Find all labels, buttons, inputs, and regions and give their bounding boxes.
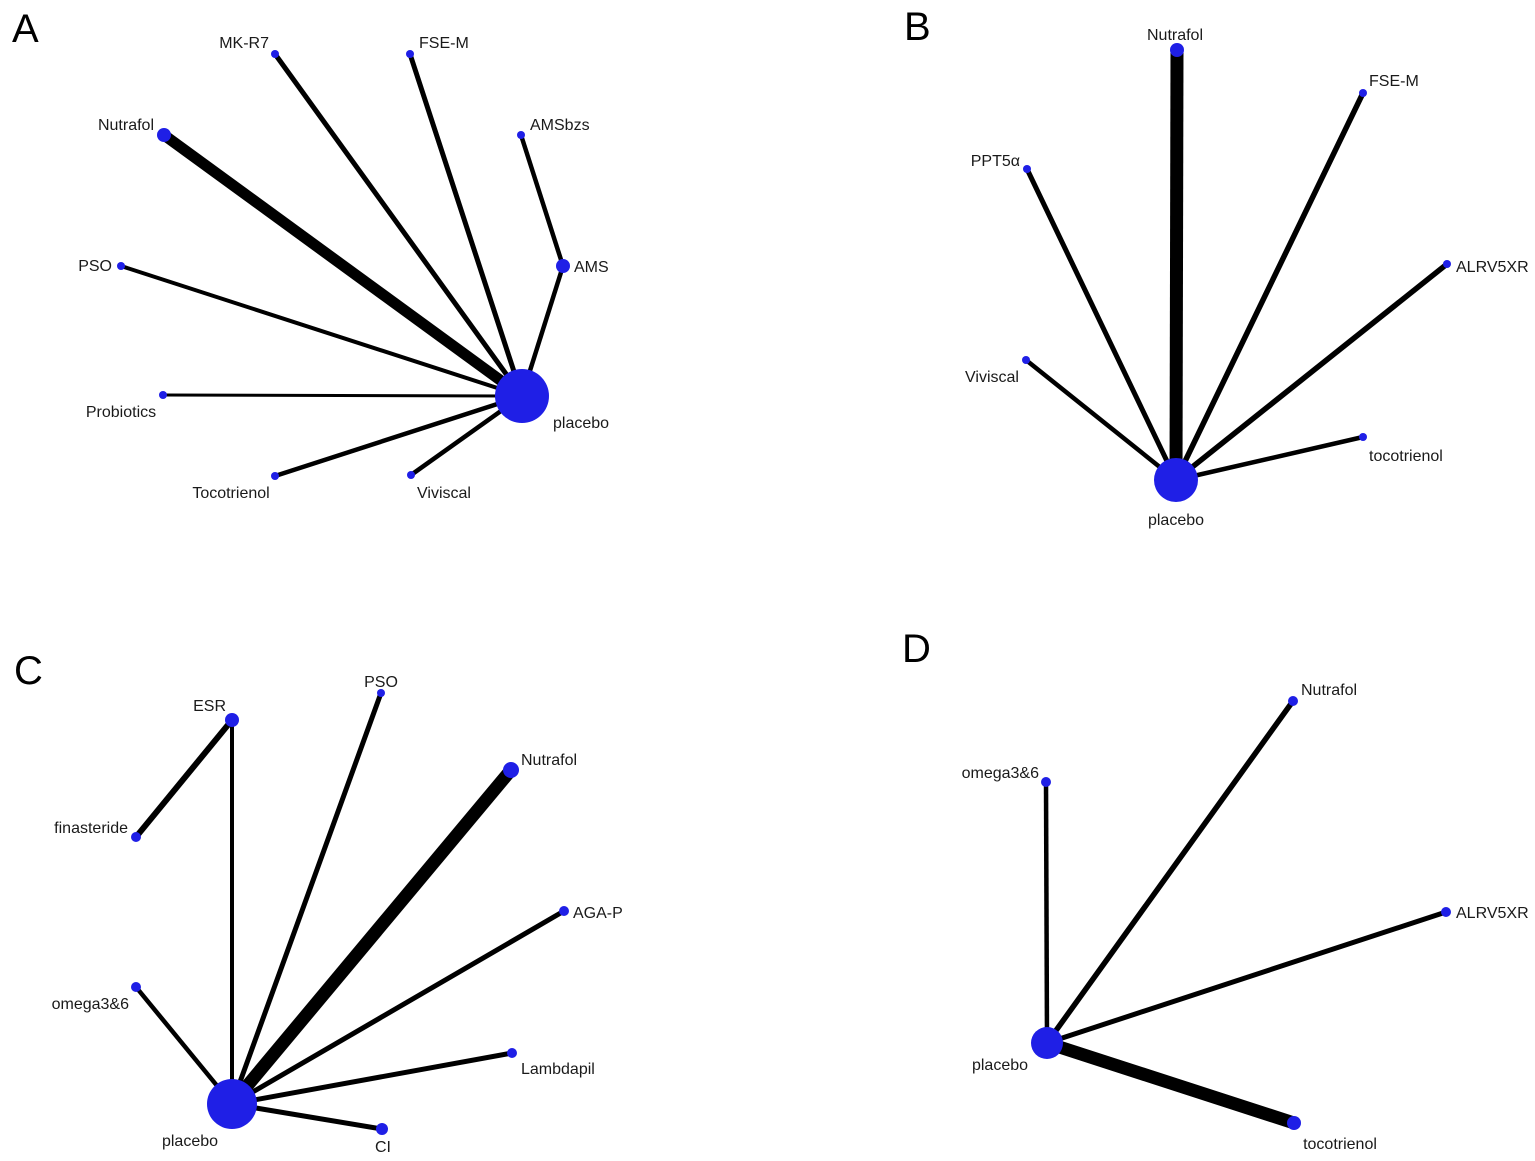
edge-A-MK-R7-placebo <box>272 52 525 398</box>
edge-B-Nutrafol-placebo <box>1169 49 1184 481</box>
node-label-D-tocotrienol: tocotrienol <box>1303 1136 1377 1153</box>
node-label-B-Viviscal: Viviscal <box>965 369 1019 386</box>
node-label-D-omega3&6: omega3&6 <box>962 765 1039 782</box>
node-label-A-Probiotics: Probiotics <box>86 404 156 421</box>
node-label-A-Nutrafol: Nutrafol <box>98 117 154 134</box>
node-label-C-Nutrafol: Nutrafol <box>521 752 577 769</box>
node-label-D-Nutrafol: Nutrafol <box>1301 682 1357 699</box>
node-C-finasteride <box>131 832 141 842</box>
edge-D-tocotrienol-placebo <box>1044 1036 1297 1130</box>
edge-C-AGA-P-placebo <box>230 908 566 1107</box>
node-D-omega3&6 <box>1041 777 1051 787</box>
node-B-ALRV5XR <box>1443 260 1451 268</box>
panel-letter-D: D <box>902 627 931 671</box>
edge-B-PPT5α-placebo <box>1024 167 1179 482</box>
edge-C-PSO-placebo <box>229 692 384 1105</box>
node-A-Probiotics <box>159 391 167 399</box>
node-D-Nutrafol <box>1288 696 1298 706</box>
edge-B-FSE-M-placebo <box>1173 91 1366 482</box>
node-A-Nutrafol <box>157 128 171 142</box>
node-A-FSE-M <box>406 50 414 58</box>
edge-A-Probiotics-placebo <box>162 393 523 398</box>
edge-A-AMSbzs-AMS <box>518 134 566 267</box>
node-D-tocotrienol <box>1287 1116 1301 1130</box>
edge-C-Nutrafol-placebo <box>227 765 516 1109</box>
node-label-A-PSO: PSO <box>78 258 112 275</box>
node-A-Tocotrienol <box>271 472 279 480</box>
node-label-A-AMS: AMS <box>574 259 609 276</box>
edge-C-finasteride-ESR <box>133 718 235 839</box>
node-B-tocotrienol <box>1359 433 1367 441</box>
edge-C-omega3&6-placebo <box>134 985 234 1106</box>
edge-A-PSO-placebo <box>120 264 523 398</box>
node-label-B-FSE-M: FSE-M <box>1369 73 1419 90</box>
edge-D-Nutrafol-placebo <box>1044 699 1296 1045</box>
node-A-PSO <box>117 262 125 270</box>
edge-D-ALRV5XR-placebo <box>1046 909 1447 1046</box>
node-C-ESR <box>225 713 239 727</box>
node-A-Viviscal <box>407 471 415 479</box>
node-label-D-ALRV5XR: ALRV5XR <box>1456 905 1529 922</box>
node-C-AGA-P <box>559 906 569 916</box>
edge-A-FSE-M-placebo <box>407 53 525 397</box>
node-B-Nutrafol <box>1170 43 1184 57</box>
node-label-A-placebo: placebo <box>553 415 609 432</box>
node-label-C-PSO: PSO <box>364 674 398 691</box>
edge-B-Viviscal-placebo <box>1024 358 1178 482</box>
node-label-A-Tocotrienol: Tocotrienol <box>192 485 269 502</box>
node-C-PSO <box>377 689 385 697</box>
node-label-D-placebo: placebo <box>972 1057 1028 1074</box>
node-label-C-omega3&6: omega3&6 <box>52 996 129 1013</box>
edge-A-Nutrafol-placebo <box>160 130 526 401</box>
node-B-PPT5α <box>1023 165 1031 173</box>
node-label-C-Lambdapil: Lambdapil <box>521 1061 595 1078</box>
node-C-omega3&6 <box>131 982 141 992</box>
edge-A-Tocotrienol-placebo <box>274 393 523 479</box>
node-label-C-finasteride: finasteride <box>54 820 128 837</box>
panel-letter-B: B <box>904 5 931 49</box>
node-label-A-Viviscal: Viviscal <box>417 485 471 502</box>
node-B-placebo <box>1154 458 1198 502</box>
node-label-C-placebo: placebo <box>162 1133 218 1150</box>
node-label-C-ESR: ESR <box>193 698 226 715</box>
edge-C-Lambdapil-placebo <box>231 1050 513 1107</box>
edge-D-omega3&6-placebo <box>1043 781 1050 1044</box>
edge-B-tocotrienol-placebo <box>1175 434 1364 483</box>
node-label-C-CI: CI <box>375 1139 391 1156</box>
node-label-C-AGA-P: AGA-P <box>573 905 623 922</box>
node-label-A-FSE-M: FSE-M <box>419 35 469 52</box>
panel-letter-C: C <box>14 649 43 693</box>
node-label-B-Nutrafol: Nutrafol <box>1147 27 1203 44</box>
node-C-CI <box>376 1123 388 1135</box>
node-label-B-tocotrienol: tocotrienol <box>1369 448 1443 465</box>
node-A-AMSbzs <box>517 131 525 139</box>
node-C-Lambdapil <box>507 1048 517 1058</box>
node-C-placebo <box>207 1079 257 1129</box>
node-B-FSE-M <box>1359 89 1367 97</box>
node-label-A-AMSbzs: AMSbzs <box>530 117 590 134</box>
node-A-placebo <box>495 369 549 423</box>
node-A-AMS <box>556 259 570 273</box>
node-B-Viviscal <box>1022 356 1030 364</box>
panel-letter-A: A <box>12 7 39 51</box>
node-label-B-PPT5α: PPT5α <box>971 153 1020 170</box>
node-label-A-MK-R7: MK-R7 <box>219 35 269 52</box>
edge-C-CI-placebo <box>231 1101 383 1132</box>
edge-B-ALRV5XR-placebo <box>1174 261 1449 483</box>
node-D-ALRV5XR <box>1441 907 1451 917</box>
node-label-B-ALRV5XR: ALRV5XR <box>1456 259 1529 276</box>
node-D-placebo <box>1031 1027 1063 1059</box>
node-label-B-placebo: placebo <box>1148 512 1204 529</box>
node-A-MK-R7 <box>271 50 279 58</box>
node-C-Nutrafol <box>503 762 519 778</box>
